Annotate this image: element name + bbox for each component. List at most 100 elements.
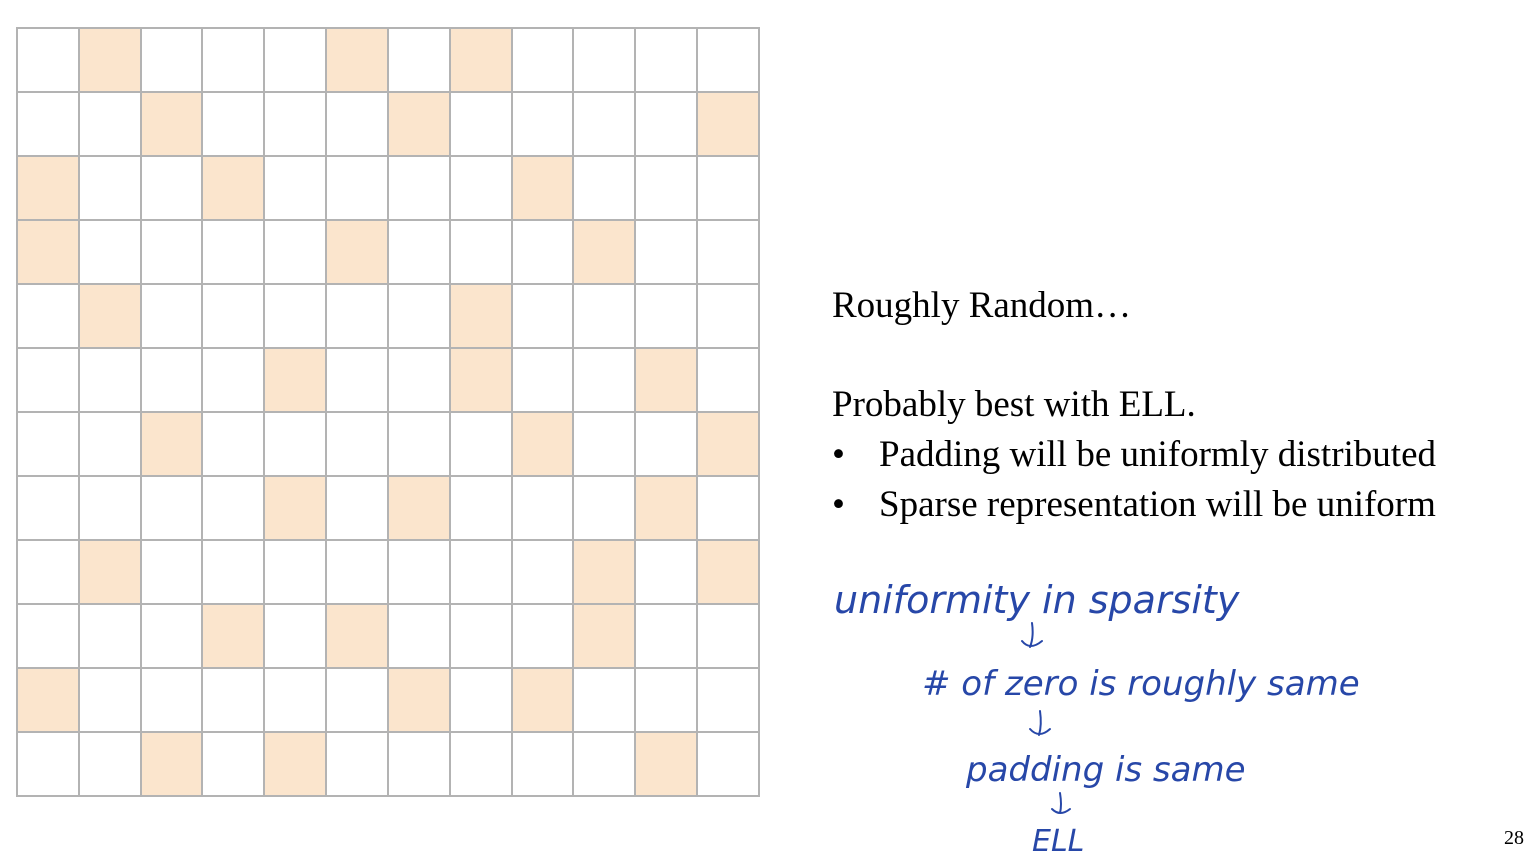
matrix-cell-empty — [636, 221, 699, 285]
matrix-cell-empty — [265, 221, 328, 285]
matrix-cell-empty — [574, 413, 637, 477]
matrix-cell-empty — [18, 285, 80, 349]
slide-subheading: Probably best with ELL. — [832, 384, 1196, 425]
bullet-text: Sparse representation will be uniform — [879, 484, 1436, 525]
matrix-cell-empty — [18, 29, 80, 93]
matrix-cell-empty — [203, 413, 266, 477]
matrix-cell-empty — [203, 285, 266, 349]
matrix-cell-empty — [18, 733, 80, 797]
matrix-cell-empty — [327, 477, 389, 541]
slide-heading: Roughly Random… — [832, 285, 1132, 326]
bullet-list: • Padding will be uniformly distributed … — [832, 436, 1436, 536]
matrix-cell-empty — [265, 157, 328, 221]
matrix-cell-empty — [574, 285, 637, 349]
matrix-cell-nonzero — [327, 605, 389, 669]
matrix-cell-empty — [203, 477, 266, 541]
matrix-cell-empty — [388, 413, 451, 477]
matrix-cell-empty — [450, 669, 513, 733]
matrix-cell-empty — [450, 221, 513, 285]
matrix-cell-nonzero — [574, 541, 637, 605]
matrix-cell-empty — [388, 605, 451, 669]
matrix-cell-empty — [327, 541, 389, 605]
matrix-cell-empty — [574, 733, 637, 797]
matrix-cell-empty — [203, 29, 266, 93]
matrix-cell-nonzero — [636, 349, 699, 413]
matrix-cell-empty — [636, 93, 699, 157]
matrix-cell-empty — [512, 349, 575, 413]
matrix-cell-nonzero — [141, 93, 204, 157]
matrix-cell-empty — [698, 605, 760, 669]
matrix-cell-empty — [79, 413, 142, 477]
matrix-cell-empty — [512, 285, 575, 349]
matrix-cell-empty — [574, 93, 637, 157]
matrix-cell-empty — [265, 669, 328, 733]
matrix-cell-empty — [450, 157, 513, 221]
matrix-cell-empty — [79, 605, 142, 669]
matrix-cell-empty — [450, 733, 513, 797]
matrix-cell-empty — [574, 349, 637, 413]
matrix-cell-nonzero — [18, 669, 80, 733]
sparse-matrix-grid — [16, 27, 760, 797]
matrix-cell-empty — [203, 221, 266, 285]
matrix-cell-empty — [18, 93, 80, 157]
matrix-cell-empty — [327, 157, 389, 221]
matrix-cell-nonzero — [574, 221, 637, 285]
matrix-cell-nonzero — [79, 29, 142, 93]
matrix-cell-empty — [512, 605, 575, 669]
matrix-cell-nonzero — [698, 541, 760, 605]
matrix-cell-nonzero — [79, 541, 142, 605]
matrix-cell-empty — [327, 349, 389, 413]
matrix-cell-empty — [141, 477, 204, 541]
matrix-cell-empty — [18, 477, 80, 541]
matrix-cell-nonzero — [450, 285, 513, 349]
matrix-cell-empty — [388, 157, 451, 221]
matrix-cell-empty — [79, 93, 142, 157]
matrix-cell-empty — [265, 29, 328, 93]
note-line-uniformity: uniformity in sparsity — [834, 578, 1240, 622]
matrix-cell-nonzero — [450, 29, 513, 93]
matrix-cell-nonzero — [18, 221, 80, 285]
matrix-cell-empty — [265, 93, 328, 157]
matrix-cell-nonzero — [636, 477, 699, 541]
matrix-cell-nonzero — [203, 605, 266, 669]
matrix-cell-empty — [512, 93, 575, 157]
matrix-cell-empty — [698, 733, 760, 797]
matrix-cell-empty — [698, 285, 760, 349]
matrix-cell-empty — [79, 221, 142, 285]
matrix-cell-empty — [141, 669, 204, 733]
matrix-cell-empty — [18, 349, 80, 413]
matrix-cell-empty — [203, 93, 266, 157]
bullet-item: • Padding will be uniformly distributed — [832, 436, 1436, 486]
matrix-cell-nonzero — [79, 285, 142, 349]
matrix-cell-empty — [388, 29, 451, 93]
matrix-cell-nonzero — [698, 413, 760, 477]
matrix-cell-nonzero — [698, 93, 760, 157]
matrix-cell-empty — [141, 221, 204, 285]
matrix-cell-empty — [79, 157, 142, 221]
matrix-cell-empty — [388, 221, 451, 285]
handwritten-notes: uniformity in sparsity # of zero is roug… — [834, 578, 1360, 859]
matrix-cell-empty — [327, 733, 389, 797]
matrix-cell-empty — [18, 605, 80, 669]
matrix-cell-empty — [512, 29, 575, 93]
matrix-cell-empty — [388, 733, 451, 797]
matrix-cell-empty — [203, 669, 266, 733]
note-line-zero-count: # of zero is roughly same — [922, 664, 1360, 704]
matrix-cell-empty — [450, 541, 513, 605]
note-arrow-down-icon — [1029, 710, 1051, 736]
matrix-cell-nonzero — [574, 605, 637, 669]
note-arrow-down-icon — [1021, 622, 1043, 648]
matrix-cell-empty — [79, 349, 142, 413]
matrix-cell-empty — [203, 541, 266, 605]
matrix-cell-empty — [636, 157, 699, 221]
bullet-dot-icon: • — [832, 484, 845, 525]
matrix-cell-empty — [512, 221, 575, 285]
matrix-cell-empty — [512, 733, 575, 797]
matrix-cell-empty — [327, 413, 389, 477]
matrix-cell-nonzero — [265, 349, 328, 413]
matrix-cell-nonzero — [512, 157, 575, 221]
matrix-cell-empty — [450, 93, 513, 157]
matrix-cell-nonzero — [512, 413, 575, 477]
matrix-cell-empty — [388, 285, 451, 349]
note-line-ell: ELL — [1032, 824, 1084, 859]
